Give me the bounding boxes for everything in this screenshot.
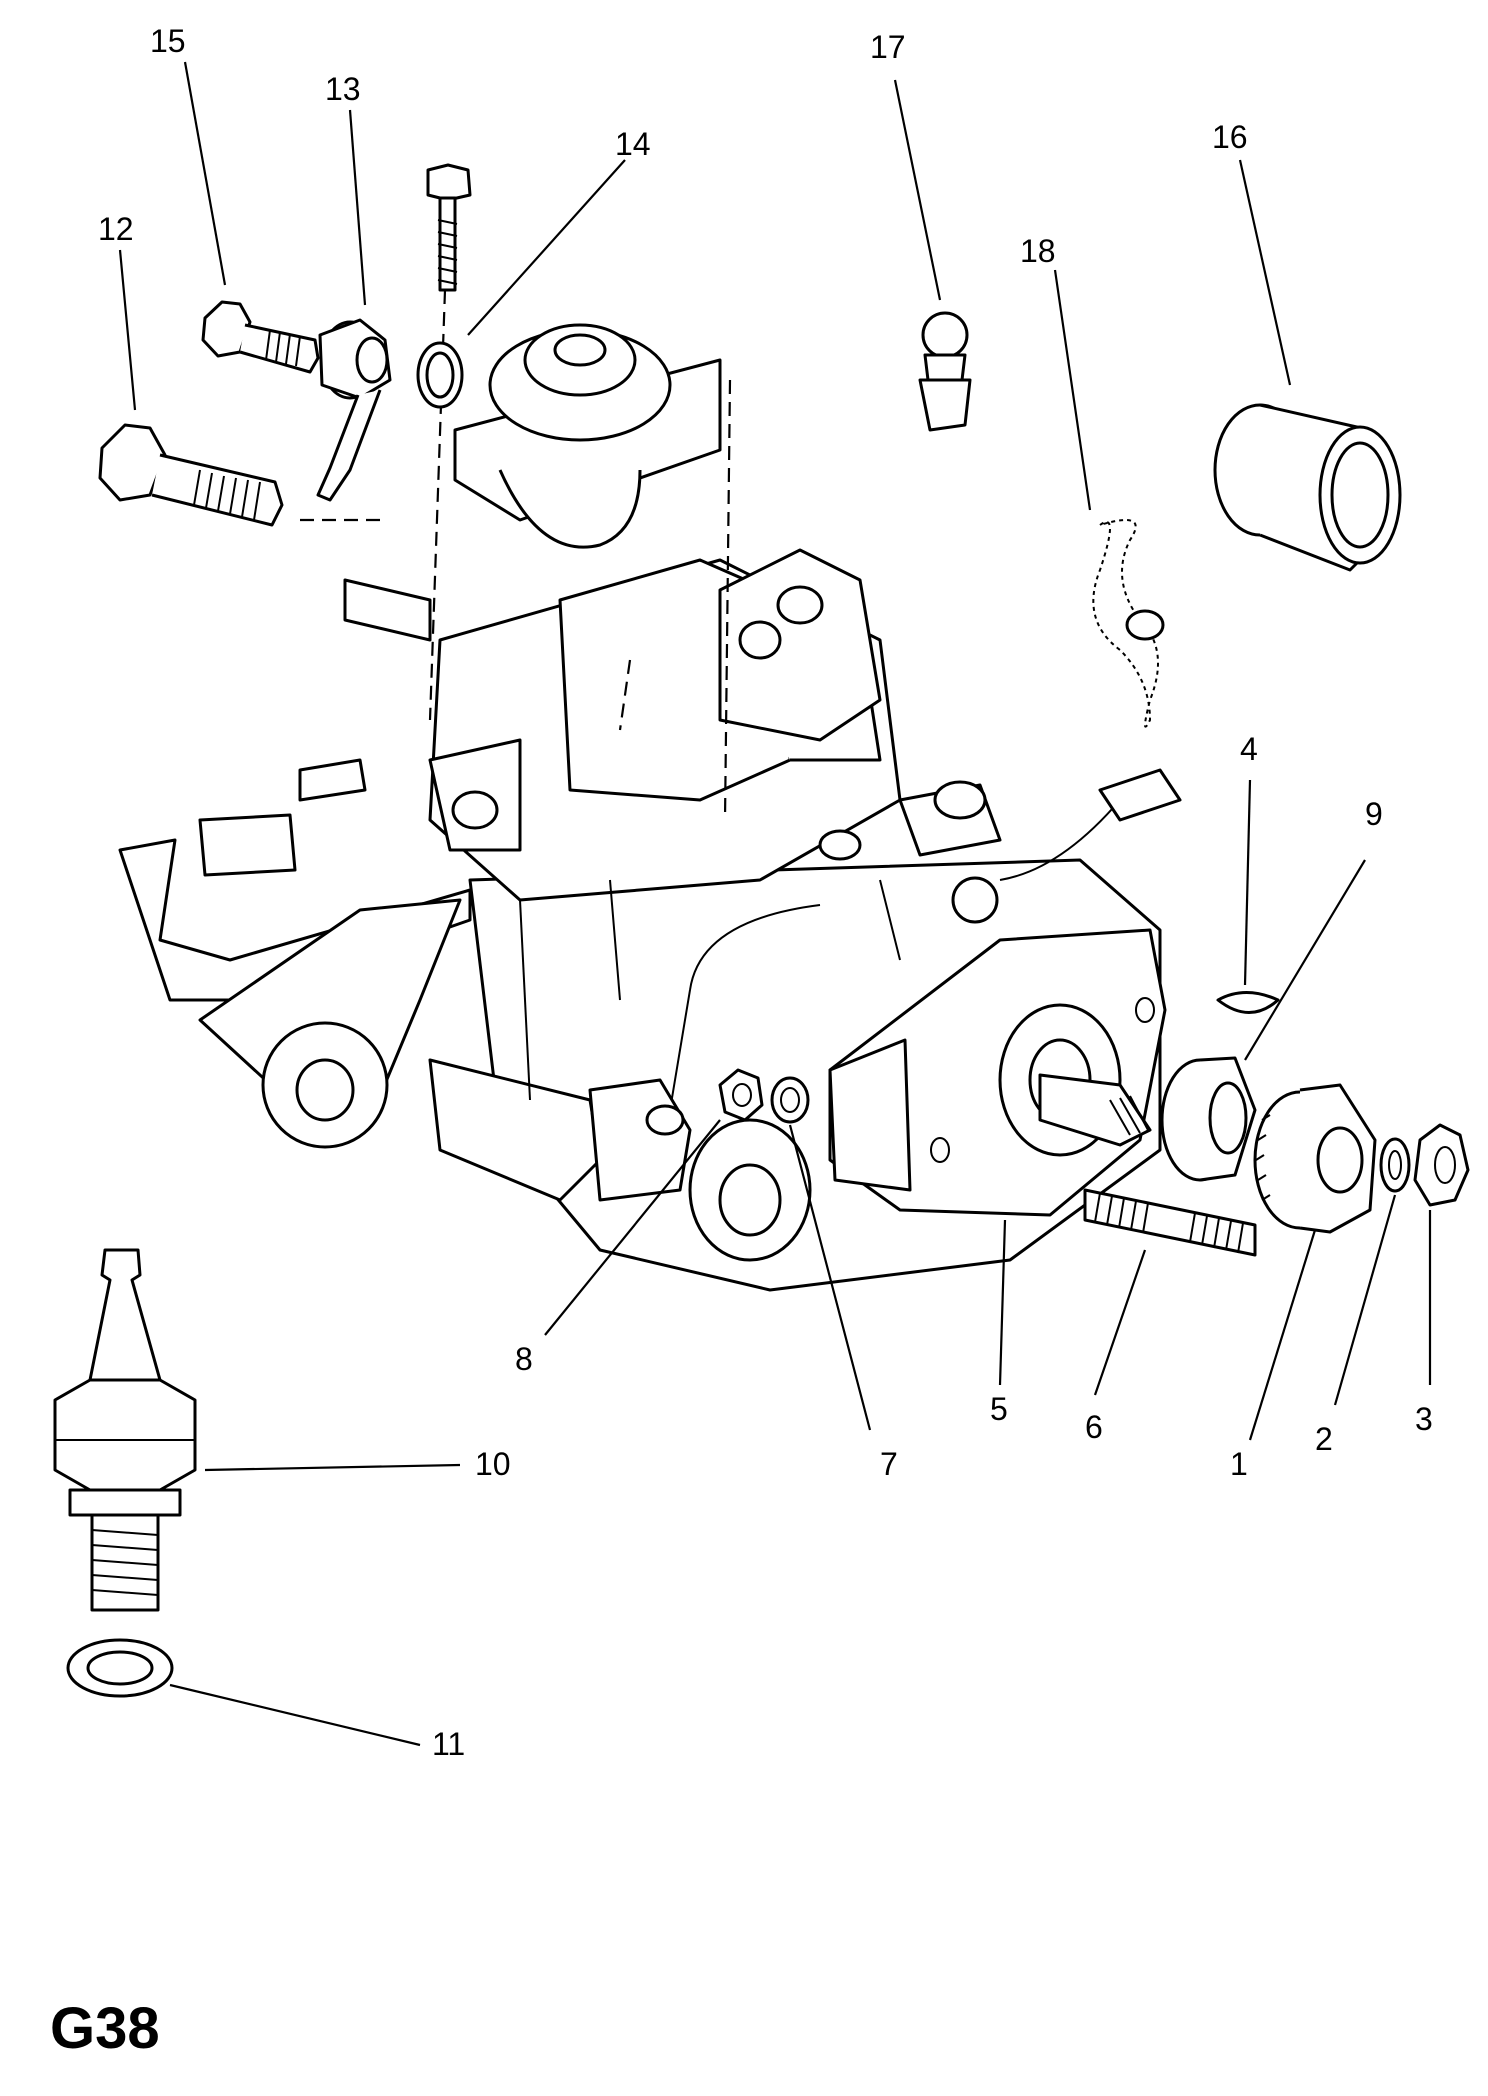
injection-pump-body (118, 323, 1182, 1292)
part-3-nut (1413, 1123, 1470, 1207)
part-10-sender-unit (53, 1248, 197, 1612)
label-15: 15 (150, 23, 186, 59)
label-9: 9 (1365, 796, 1383, 832)
part-7-washer (770, 1076, 810, 1124)
label-5: 5 (990, 1391, 1008, 1427)
part-6-stud (1083, 1188, 1257, 1257)
label-14: 14 (615, 126, 651, 162)
callout-labels: 15 13 12 14 17 18 16 4 9 5 6 1 2 3 7 8 1… (98, 23, 1433, 1762)
part-8-nut (718, 1068, 764, 1122)
label-16: 16 (1212, 119, 1248, 155)
part-14-sealing-washer (416, 341, 464, 409)
part-16-sleeve (1213, 403, 1402, 572)
label-2: 2 (1315, 1421, 1333, 1457)
label-11: 11 (432, 1726, 465, 1762)
part-top-bolt (426, 163, 472, 292)
label-4: 4 (1240, 731, 1258, 767)
label-6: 6 (1085, 1409, 1103, 1445)
label-1: 1 (1230, 1446, 1248, 1482)
part-15-bolt (201, 300, 320, 374)
part-18-seal-wire (1092, 519, 1165, 728)
label-18: 18 (1020, 233, 1056, 269)
part-2-lock-washer (1379, 1137, 1411, 1193)
label-10: 10 (475, 1446, 511, 1482)
label-7: 7 (880, 1446, 898, 1482)
label-8: 8 (515, 1341, 533, 1377)
part-11-sealing-ring (66, 1638, 174, 1698)
part-4-woodruff-key (1216, 991, 1280, 1014)
label-3: 3 (1415, 1401, 1433, 1437)
label-12: 12 (98, 211, 134, 247)
part-9-seal-ring (1160, 1056, 1257, 1182)
label-17: 17 (870, 29, 906, 65)
label-13: 13 (325, 71, 361, 107)
part-13-banjo-fitting (316, 318, 392, 502)
diagram-code: G38 (50, 1996, 160, 2061)
leader-lines (118, 61, 1432, 1747)
part-1-gear (1253, 1083, 1377, 1234)
part-17-valve (918, 311, 972, 432)
part-12-banjo-bolt (98, 423, 284, 527)
